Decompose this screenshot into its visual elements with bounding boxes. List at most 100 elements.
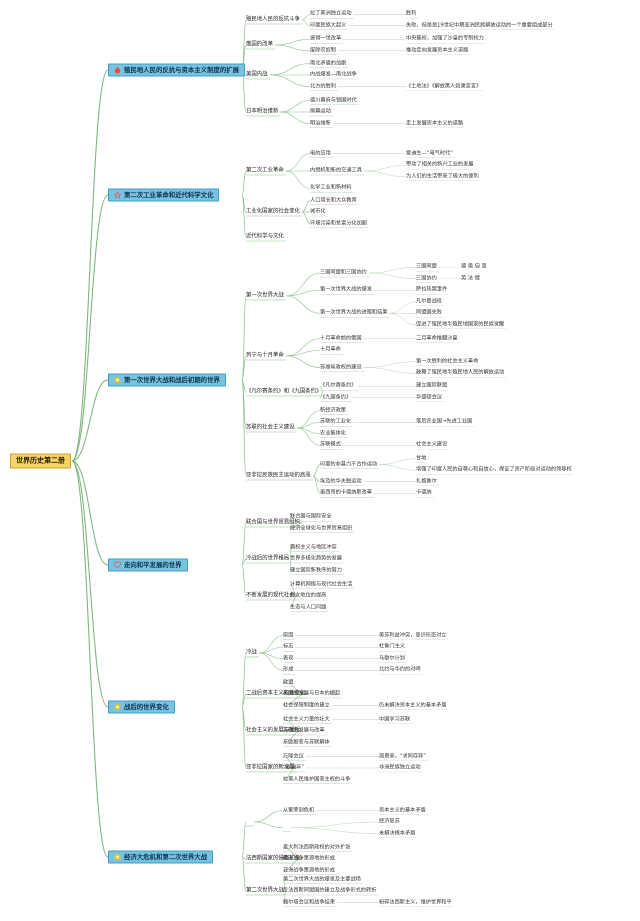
detail-node[interactable]: 马歇尔计划 bbox=[379, 655, 405, 662]
topic-node[interactable]: 亚非拉国家的新发展 bbox=[246, 764, 295, 771]
subtopic-node[interactable]: 欧盟 bbox=[283, 678, 294, 685]
detail-node[interactable]: 萨拉热窝事件 bbox=[416, 286, 448, 293]
detail-node[interactable]: 社会主义建设 bbox=[416, 441, 448, 448]
branch-topic-1[interactable]: 殖民地人民的反抗与资本主义制度的扩展 bbox=[108, 63, 246, 77]
subtopic-node[interactable]: 霸权主义与地区冲突 bbox=[290, 543, 337, 550]
subtopic-node[interactable]: 社会主义力量的壮大 bbox=[283, 715, 330, 722]
detail-node[interactable]: 卡德纳 bbox=[416, 489, 432, 496]
subtopic-node[interactable]: 形成 bbox=[283, 666, 294, 673]
subtopic-node[interactable]: 生态与人口问题 bbox=[290, 603, 327, 610]
subtopic-node[interactable]: 社会保障制度的建立 bbox=[283, 701, 330, 708]
subtopic-node[interactable]: 标志 bbox=[283, 643, 294, 650]
subtopic-node[interactable]: 欧洲战争策源地的形成 bbox=[283, 855, 335, 862]
subtopic-node[interactable]: 经济全球化与世界贸易组织 bbox=[290, 525, 353, 532]
topic-node[interactable]: 第二次工业革命 bbox=[246, 167, 284, 174]
topic-node[interactable]: 美国内战 bbox=[246, 71, 268, 78]
subtopic-node[interactable]: 表现 bbox=[283, 655, 294, 662]
subtopic-node[interactable]: 明治维新 bbox=[310, 119, 331, 126]
detail-node[interactable]: 华盛顿会议 bbox=[416, 394, 442, 401]
detail-node[interactable]: 凡尔登战役 bbox=[416, 298, 442, 305]
subtopic-node[interactable]: 人口增长和大众教育 bbox=[310, 196, 357, 203]
subtopic-node[interactable]: 新经济政策 bbox=[320, 407, 346, 414]
root-topic[interactable]: 世界历史第二册 bbox=[10, 453, 71, 469]
topic-node[interactable]: 第二次世界大战 bbox=[246, 887, 284, 894]
subtopic-node[interactable]: 妇女地位的提高 bbox=[290, 592, 327, 599]
subtopic-node[interactable]: 从繁荣到危机 bbox=[283, 806, 315, 813]
detail-node[interactable]: 甘地 bbox=[416, 455, 427, 462]
subtopic-node[interactable]: 农业集体化 bbox=[320, 430, 346, 437]
subtopic-node[interactable]: 埃及的华夫脱运动 bbox=[320, 478, 362, 485]
detail-node[interactable]: 三国同盟 bbox=[416, 263, 437, 270]
topic-node[interactable]: 第一次世界大战 bbox=[246, 292, 284, 299]
subtopic-node[interactable]: 废除农奴制 bbox=[310, 47, 336, 54]
topic-node[interactable]: 亚非拉民族民主运动的高涨 bbox=[246, 472, 311, 479]
subtopic-node[interactable]: 《凡尔赛条约》 bbox=[320, 382, 357, 389]
subtopic-node[interactable]: 亚洲战争策源地的形成 bbox=[283, 866, 335, 873]
detail-node[interactable]: 德 奥 匈 意 bbox=[461, 263, 487, 270]
subtopic-node[interactable]: 第二次世界大战的爆发及主要战场 bbox=[283, 875, 361, 882]
subtopic-node[interactable]: “非洲年” bbox=[283, 764, 304, 771]
detail-node[interactable]: 经济复苏 bbox=[379, 818, 400, 825]
detail-node[interactable]: 北约与华约的对峙 bbox=[379, 666, 421, 673]
subtopic-node[interactable]: 城市化 bbox=[310, 208, 326, 215]
topic-node[interactable]: 社会主义的发展与挫折 bbox=[246, 727, 300, 734]
subtopic-node[interactable]: 雅尔塔会议和战争结束 bbox=[283, 898, 335, 905]
topic-node[interactable]: 列宁与十月革命 bbox=[246, 352, 284, 359]
topic-node[interactable]: 日本明治维新 bbox=[246, 108, 279, 115]
subtopic-node[interactable]: 苏维埃政权的建设 bbox=[320, 363, 362, 370]
detail-node[interactable]: 鼓舞了殖民地半殖民地人民的解放运动 bbox=[416, 369, 505, 376]
subtopic-node[interactable]: 电的应用 bbox=[310, 150, 331, 157]
detail-node[interactable]: 中央集权，加强了沙皇的专制权力 bbox=[406, 35, 484, 42]
subtopic-node[interactable]: 环境污染和贫富分化加剧 bbox=[310, 219, 368, 226]
subtopic-node[interactable]: 第一次世界大战的进程和结果 bbox=[320, 309, 388, 316]
subtopic-node[interactable]: 北方的胜利 bbox=[310, 82, 336, 89]
detail-node[interactable]: 英 法 俄 bbox=[461, 275, 480, 282]
detail-node[interactable]: 为人们的生活带来了极大的便利 bbox=[406, 173, 479, 180]
subtopic-node[interactable]: 倒幕运动 bbox=[310, 108, 331, 115]
subtopic-node[interactable]: 三国同盟和三国协约 bbox=[320, 269, 367, 276]
subtopic-node[interactable]: 联合国与国际安全 bbox=[290, 513, 332, 520]
detail-node[interactable]: 三国协约 bbox=[416, 275, 437, 282]
subtopic-node[interactable]: 彼得一世改革 bbox=[310, 35, 342, 42]
subtopic-node[interactable]: 拉丁美洲独立运动 bbox=[310, 10, 352, 17]
topic-node[interactable]: 俄国的改革 bbox=[246, 41, 273, 48]
subtopic-node[interactable]: 印度民族大起义 bbox=[310, 22, 347, 29]
subtopic-node[interactable]: 东欧剧变与苏联解体 bbox=[283, 738, 330, 745]
subtopic-node[interactable]: 十月革命 bbox=[320, 346, 341, 353]
detail-node[interactable]: 资本主义的基本矛盾 bbox=[379, 806, 426, 813]
detail-node[interactable]: 美苏利益冲突，意识形态对立 bbox=[379, 632, 447, 639]
subtopic-node[interactable]: 万隆会议 bbox=[283, 752, 304, 759]
subtopic-node[interactable]: 内燃机和新的交通工具 bbox=[310, 167, 362, 174]
branch-topic-3[interactable]: 第一次世界大战和战后初期的世界 bbox=[108, 373, 226, 387]
subtopic-node[interactable]: 计算机网络与现代社会生活 bbox=[290, 580, 353, 587]
topic-node[interactable]: 近代科学与文化 bbox=[246, 233, 284, 240]
branch-topic-2[interactable]: 第二次工业革命和近代科学文化 bbox=[108, 188, 220, 202]
subtopic-node[interactable]: 拉美人民维护国家主权的斗争 bbox=[283, 775, 351, 782]
detail-node[interactable]: 带动了相关的新兴工业的发展 bbox=[406, 161, 474, 168]
subtopic-node[interactable]: 反法西斯同盟国的建立及战争形式的转折 bbox=[283, 887, 377, 894]
subtopic-node[interactable]: 意大利法西斯政权的对外扩张 bbox=[283, 843, 351, 850]
branch-topic-6[interactable]: 经济大危机和第二次世界大战 bbox=[108, 850, 214, 864]
subtopic-node[interactable]: 美国的发展与日本的崛起 bbox=[283, 690, 341, 697]
detail-node[interactable]: 二月革命推翻沙皇 bbox=[416, 335, 458, 342]
detail-node[interactable]: 失败，但是是19世纪中期亚洲民族解放运动的一个重要组成部分 bbox=[406, 22, 553, 29]
subtopic-node[interactable]: 建立国际新秩序的努力 bbox=[290, 566, 342, 573]
subtopic-node[interactable]: 第一次世界大战的爆发 bbox=[320, 286, 372, 293]
detail-node[interactable]: 推动走向发展资本主义道路 bbox=[406, 47, 469, 54]
detail-node[interactable]: 非洲民族独立运动 bbox=[379, 764, 421, 771]
detail-node[interactable]: 促进了殖民地半殖民地国家的民族觉醒 bbox=[416, 321, 505, 328]
detail-node[interactable]: 建立国际联盟 bbox=[416, 382, 448, 389]
subtopic-node[interactable]: 化学工业和新材料 bbox=[310, 184, 352, 191]
topic-node[interactable]: 苏联的社会主义建设 bbox=[246, 424, 295, 431]
detail-node[interactable]: 杜鲁门主义 bbox=[379, 643, 405, 650]
branch-topic-4[interactable]: 走向和平发展的世界 bbox=[108, 558, 188, 572]
subtopic-node[interactable]: 苏联的工业化 bbox=[320, 418, 352, 425]
detail-node[interactable]: 爱迪生—“电气时代” bbox=[406, 150, 453, 157]
subtopic-node[interactable]: 原因 bbox=[283, 632, 294, 639]
subtopic-node[interactable]: 世界多极化趋势的发展 bbox=[290, 555, 342, 562]
subtopic-node[interactable]: 苏联模式 bbox=[320, 441, 341, 448]
detail-node[interactable]: 增强了印度人民的自尊心和自信心，保证了资产阶级对运动的领导权 bbox=[416, 466, 572, 473]
topic-node[interactable]: 工业化国家的社会变化 bbox=[246, 208, 300, 215]
subtopic-node[interactable]: 内战爆发—南北战争 bbox=[310, 71, 357, 78]
topic-node[interactable]: 殖民地人民的反抗斗争 bbox=[246, 16, 300, 23]
